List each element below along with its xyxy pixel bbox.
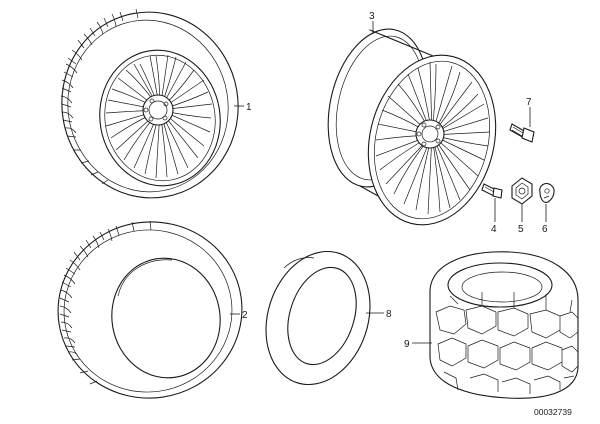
tyre-tread-pattern [59, 220, 152, 385]
complete-wheel[interactable] [47, 0, 253, 212]
label-2[interactable]: 2 [242, 310, 248, 321]
valve[interactable] [481, 183, 503, 199]
label-8[interactable]: 8 [386, 309, 392, 320]
label-5[interactable]: 5 [518, 224, 524, 235]
tyre[interactable] [47, 210, 254, 410]
balance-weight[interactable] [539, 183, 555, 203]
label-3[interactable]: 3 [369, 11, 375, 22]
wheel-spokes [105, 54, 213, 179]
snow-chain-links [435, 292, 579, 394]
label-7[interactable]: 7 [526, 97, 532, 108]
rim-spokes [375, 61, 491, 215]
inner-tube[interactable] [249, 238, 386, 398]
label-9[interactable]: 9 [404, 339, 410, 350]
label-6[interactable]: 6 [542, 224, 548, 235]
tyre-tread-pattern [60, 8, 139, 185]
hub-cap[interactable] [511, 177, 533, 205]
document-id: 00032739 [534, 407, 572, 417]
rim[interactable] [314, 20, 513, 239]
snow-chain[interactable] [429, 251, 579, 399]
label-4[interactable]: 4 [491, 224, 497, 235]
wheel-bolt[interactable] [509, 123, 535, 143]
label-1[interactable]: 1 [246, 102, 252, 113]
